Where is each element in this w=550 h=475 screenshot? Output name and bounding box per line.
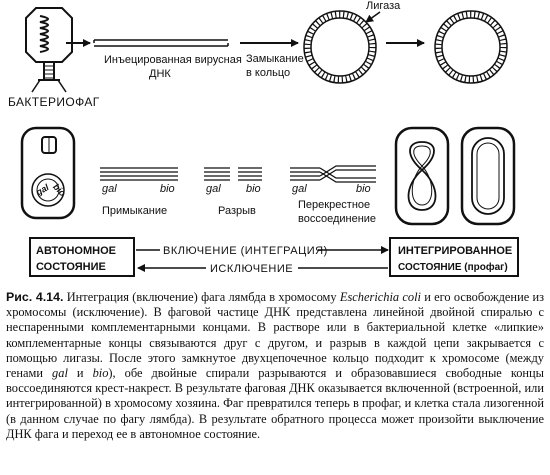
caption-part2: и его освобождение из хромосомы (исключе… bbox=[6, 290, 545, 381]
pairing-strands bbox=[100, 167, 178, 181]
label-pairing-bio: bio bbox=[160, 183, 175, 195]
label-excision-arrow: ИСКЛЮЧЕНИЕ bbox=[210, 263, 293, 275]
bacterial-cell-with-ring bbox=[20, 126, 76, 220]
label-crossover-gal: gal bbox=[292, 183, 307, 195]
label-bacteriophage: БАКТЕРИОФАГ bbox=[8, 95, 100, 109]
linear-dna bbox=[93, 39, 229, 47]
label-injected-dna-line1: Инъецированная вирусная bbox=[104, 54, 242, 66]
integrated-state-box bbox=[389, 237, 519, 277]
label-break: Разрыв bbox=[218, 205, 256, 217]
label-autonomous-line2: СОСТОЯНИЕ bbox=[36, 261, 106, 273]
figure-diagram: БАКТЕРИОФАГ Инъецированная вирусная ДНК … bbox=[8, 0, 519, 277]
caption-part4: ), обе двойные спирали разрываются и обр… bbox=[6, 366, 544, 441]
label-integrated-line2: СОСТОЯНИЕ (профаг) bbox=[398, 261, 508, 273]
label-crossover-bio: bio bbox=[356, 183, 371, 195]
break-strands bbox=[204, 167, 262, 181]
label-pairing: Примыкание bbox=[102, 205, 167, 217]
label-autonomous-line1: АВТОНОМНОЕ bbox=[36, 245, 116, 257]
caption-label: Рис. 4.14. bbox=[6, 290, 64, 304]
caption-part1: Интеграция (включение) фага лямбда в хро… bbox=[66, 290, 337, 304]
caption-part3: и bbox=[76, 366, 84, 381]
label-closure-line2: в кольцо bbox=[246, 67, 290, 79]
crossover-strands bbox=[290, 165, 376, 183]
figure-caption: Рис. 4.14. Интеграция (включение) фага л… bbox=[6, 290, 544, 442]
bacterial-cell-figure-eight bbox=[394, 126, 450, 226]
label-integration-arrow: ВКЛЮЧЕНИЕ (ИНТЕГРАЦИЯ) bbox=[163, 245, 328, 257]
label-cell-bio: bio bbox=[51, 182, 68, 199]
label-break-gal: gal bbox=[206, 183, 221, 195]
bacteriophage-icon bbox=[25, 7, 73, 93]
ligase-pointer bbox=[365, 11, 381, 23]
label-ligase: Лигаза bbox=[366, 0, 401, 12]
label-integrated-line1: ИНТЕГРИРОВАННОЕ bbox=[398, 245, 512, 257]
caption-gene1: gal bbox=[52, 366, 68, 381]
label-crossover-line2: воссоединение bbox=[298, 213, 376, 225]
caption-gene2: bio bbox=[92, 366, 109, 381]
bacterial-cell-integrated bbox=[460, 126, 516, 226]
label-pairing-gal: gal bbox=[102, 183, 117, 195]
label-crossover-line1: Перекрестное bbox=[298, 199, 370, 211]
dna-ring-closed bbox=[434, 10, 508, 84]
caption-organism: Escherichia coli bbox=[339, 290, 421, 304]
label-injected-dna-line2: ДНК bbox=[149, 68, 171, 80]
label-break-bio: bio bbox=[246, 183, 261, 195]
dna-ring-ligase bbox=[303, 10, 377, 84]
label-cell-gal: gal bbox=[33, 182, 51, 198]
label-closure-line1: Замыкание bbox=[246, 53, 304, 65]
autonomous-state-box bbox=[29, 237, 135, 277]
